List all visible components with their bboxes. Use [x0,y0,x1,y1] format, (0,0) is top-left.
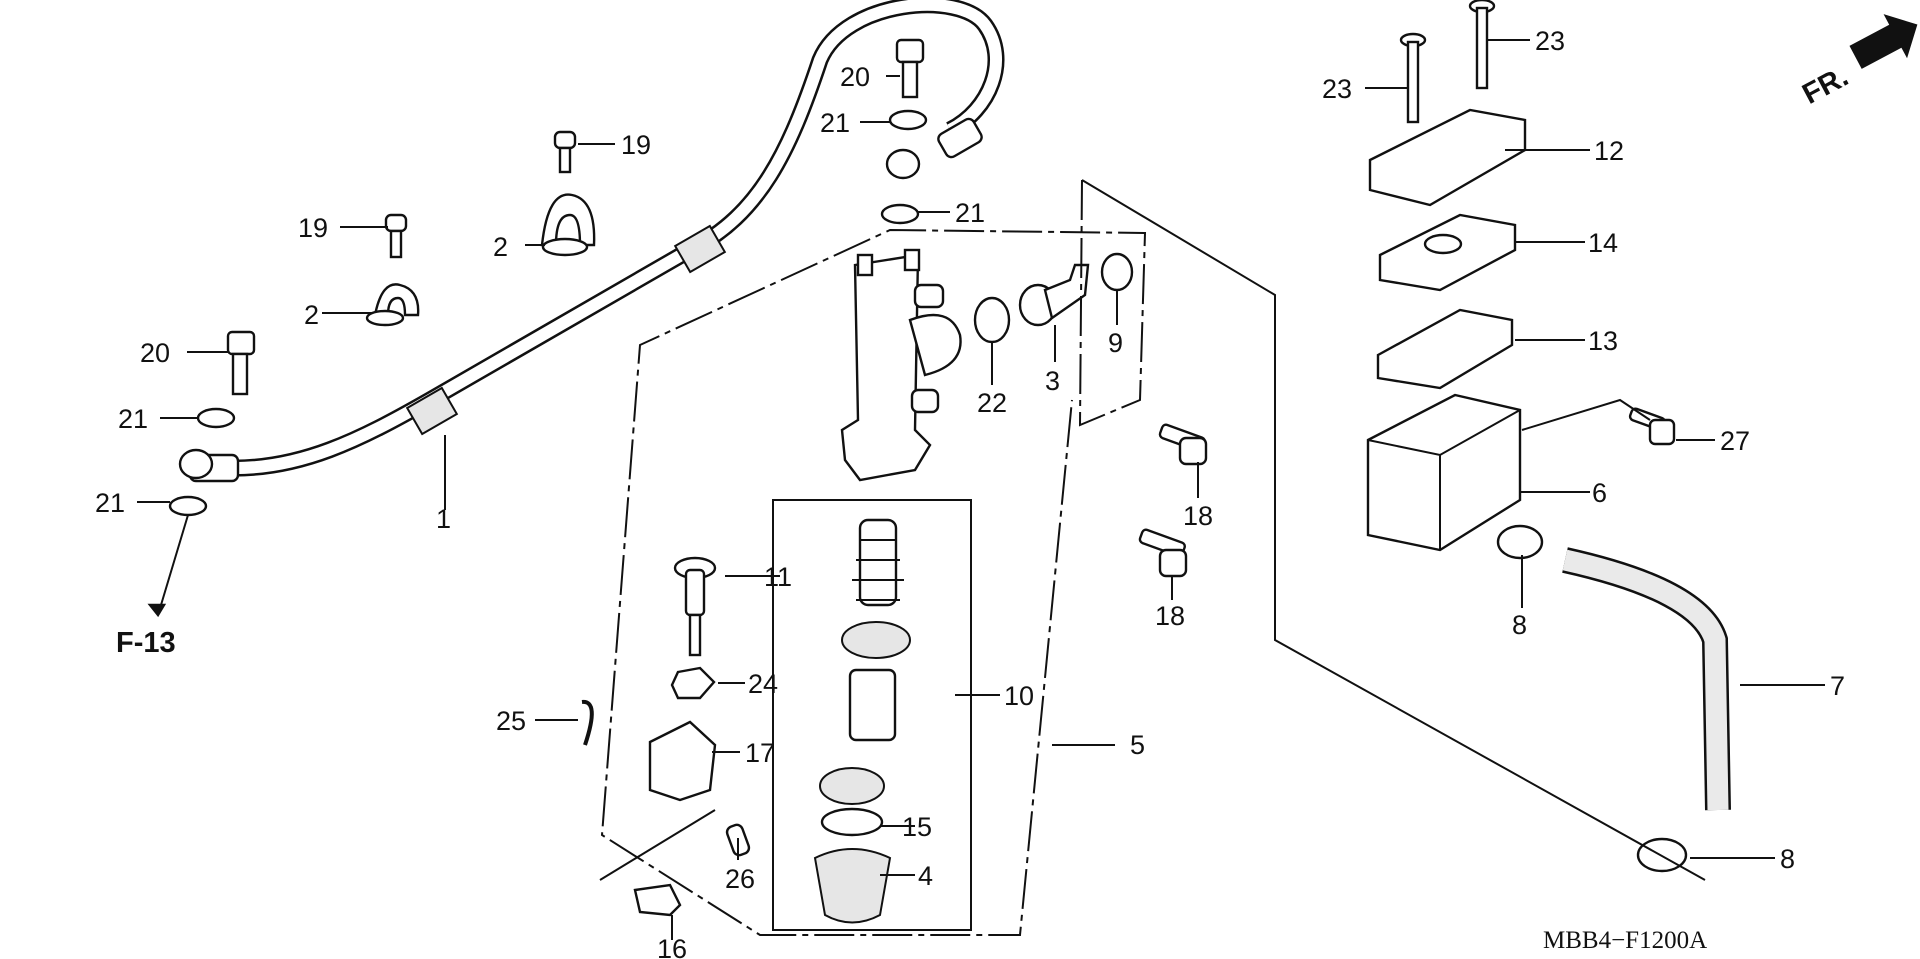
diagram-code: MBB4−F1200A [1543,927,1707,954]
circlip-15 [820,807,884,837]
callout-21-b[interactable]: 21 [95,488,125,518]
callout-10[interactable]: 10 [1004,681,1034,711]
callout-1[interactable]: 1 [436,504,451,534]
bolt-18-upper [1158,423,1208,466]
callout-17[interactable]: 17 [745,738,775,768]
callout-6[interactable]: 6 [1592,478,1607,508]
callout-18-lower[interactable]: 18 [1155,601,1185,631]
callout-8-upper[interactable]: 8 [1512,610,1527,640]
callout-18-upper[interactable]: 18 [1183,501,1213,531]
callout-2-lower[interactable]: 2 [304,300,319,330]
bolt-20-top [895,38,925,99]
nut-24 [670,666,716,700]
callout-12[interactable]: 12 [1594,136,1624,166]
o-ring-22 [973,296,1011,344]
joint-3 [1018,263,1090,327]
callout-20-left[interactable]: 20 [140,338,170,368]
screw-23-left [1399,32,1427,124]
direction-label: FR. [1797,61,1853,111]
washer-21-a [196,407,236,429]
front-arrow-icon [1849,14,1918,69]
bolt-19-lower [384,213,408,259]
callout-26[interactable]: 26 [725,864,755,894]
callout-19-upper[interactable]: 19 [621,130,651,160]
screw-23-right [1468,0,1496,90]
leader-lines [137,39,1825,940]
diaphragm-13 [1376,308,1514,390]
callout-5[interactable]: 5 [1130,730,1145,760]
piston-10 [848,668,897,742]
callout-11[interactable]: 11 [764,562,792,592]
callout-15[interactable]: 15 [902,812,932,842]
clamp-2-lower [365,283,420,327]
reservoir-hose-7 [1562,547,1731,811]
boot-4 [813,848,892,924]
spring-10 [852,518,904,607]
assembly-10-box [772,499,972,931]
callout-9[interactable]: 9 [1108,328,1123,358]
bolt-19-upper [553,130,577,174]
callout-24[interactable]: 24 [748,669,778,699]
washer-21-d [880,203,920,225]
callout-22[interactable]: 22 [977,388,1007,418]
clip-16 [633,883,682,917]
bolt-27 [1628,407,1676,446]
clamp-2-upper [540,193,596,257]
callout-23-right[interactable]: 23 [1535,26,1565,56]
callout-21-a[interactable]: 21 [118,404,148,434]
callout-21-c[interactable]: 21 [820,108,850,138]
brake-hose [178,0,1005,483]
seal-10 [819,767,885,805]
reference-label[interactable]: F-13 [116,627,176,659]
washer-21-b [168,495,208,517]
cup-10 [841,621,911,659]
callout-7[interactable]: 7 [1830,671,1845,701]
callout-8-lower[interactable]: 8 [1780,844,1795,874]
callout-4[interactable]: 4 [918,861,933,891]
bolt-20-left [226,330,256,396]
callout-14[interactable]: 14 [1588,228,1618,258]
callout-3[interactable]: 3 [1045,366,1060,396]
assembly-5-outline [600,179,1147,936]
reservoir-cap-12 [1368,108,1527,207]
cotter-pin-25 [581,699,594,746]
joint-17 [648,720,717,802]
callout-13[interactable]: 13 [1588,326,1618,356]
callout-21-d[interactable]: 21 [955,198,985,228]
reservoir-6 [1366,393,1522,552]
callout-27[interactable]: 27 [1720,426,1750,456]
push-rod-11 [673,556,717,657]
callout-25[interactable]: 25 [496,706,526,736]
callout-2-upper[interactable]: 2 [493,232,508,262]
washer-21-c [888,109,928,131]
bolt-18-lower [1138,528,1188,578]
callout-20-top[interactable]: 20 [840,62,870,92]
hose-clip-8-upper [1496,524,1544,560]
master-cylinder-body [840,248,962,482]
callout-23-left[interactable]: 23 [1322,74,1352,104]
assembly-5-outline-right [1081,179,1706,881]
callout-16[interactable]: 16 [657,934,687,959]
callout-19-lower[interactable]: 19 [298,213,328,243]
circlip-9 [1100,252,1134,292]
